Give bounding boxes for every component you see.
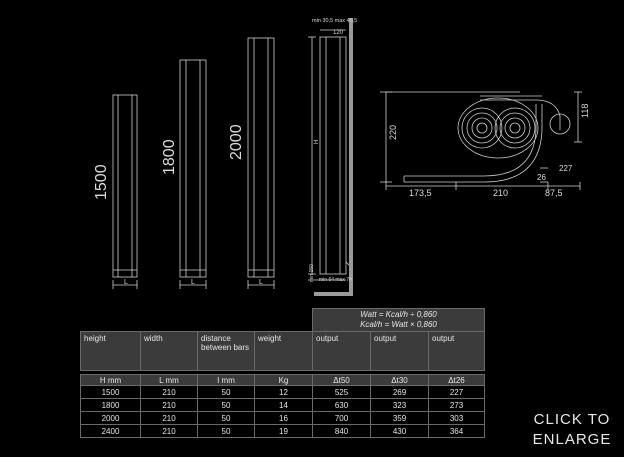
radiator-1800-width-label: L [191,279,195,286]
radiator-1500-outline [112,94,138,289]
cell: 210 [140,424,198,438]
header-output-2: output [370,331,429,371]
technical-drawing: 1500 L 1800 L 2000 L min 30,5 max 40,5 1… [93,18,590,296]
cell: 50 [197,424,255,438]
plan-dim-left: 173,5 [409,188,432,198]
cell: 50 [197,411,255,425]
cell: 2000 [80,411,141,425]
enlarge-line-2: ENLARGE [532,431,612,448]
units-row: H mm L mm I mm Kg Δt50 Δt30 Δt26 [80,374,485,386]
unit-height: H mm [80,374,141,386]
table-row: 1500 210 50 12 525 269 227 [80,385,485,399]
table-row: 2000 210 50 16 700 359 303 [80,411,485,425]
header-row: height width distance between bars weigh… [80,331,485,371]
side-view-top-dim: 120 [333,30,344,36]
formula-line-1: Watt = Kcal/h ÷ 0,860 [360,310,437,319]
table-row: 1800 210 50 14 630 323 273 [80,398,485,412]
radiator-1500-width-label: L [124,279,128,286]
plan-height-dim: 220 [388,125,398,140]
cell: 50 [197,398,255,412]
cell: 210 [140,385,198,399]
cell: 16 [254,411,313,425]
cell: 19 [254,424,313,438]
cell: 269 [370,385,429,399]
side-view-bottom-note: min 64 max 74 [319,277,352,283]
unit-distance: I mm [197,374,255,386]
cell: 525 [312,385,371,399]
plan-dim-right: 87,5 [545,188,563,198]
cell: 1800 [80,398,141,412]
side-view-height-label: H [314,140,320,144]
plan-dim-small: 26 [537,173,546,182]
table-row: 2400 210 50 19 840 430 364 [80,424,485,438]
radiator-1500-height-label: 1500 [93,164,110,200]
cell: 303 [428,411,485,425]
header-distance: distance between bars [197,331,255,371]
formula-line-2: Kcal/h = Watt × 0,860 [360,320,437,329]
side-view-outline [308,29,353,281]
unit-dt26: Δt26 [428,374,485,386]
radiator-1800-height-label: 1800 [161,139,178,175]
header-width: width [140,331,198,371]
cell: 12 [254,385,313,399]
cell: 210 [140,411,198,425]
plan-right-height-dim: 118 [580,104,590,118]
radiator-1800-outline [179,59,207,289]
plan-dim-inner: 227 [559,164,573,173]
header-weight: weight [254,331,313,371]
side-view-bottom-left: min 150 [309,264,315,282]
radiator-2000-height-label: 2000 [228,124,245,160]
enlarge-line-1: CLICK TO [533,411,611,428]
unit-dt50: Δt50 [312,374,371,386]
cell: 359 [370,411,429,425]
click-to-enlarge-link[interactable]: CLICK TO ENLARGE [520,410,624,450]
cell: 14 [254,398,313,412]
cell: 210 [140,398,198,412]
radiator-2000-outline [247,37,275,289]
cell: 323 [370,398,429,412]
cell: 630 [312,398,371,412]
plan-view-outline [380,91,582,190]
cell: 430 [370,424,429,438]
formula-row: Watt = Kcal/h ÷ 0,860 Kcal/h = Watt × 0,… [81,308,485,332]
header-output-1: output [312,331,371,371]
unit-dt30: Δt30 [370,374,429,386]
cell: 273 [428,398,485,412]
plan-dim-middle: 210 [493,188,508,198]
spec-table: Watt = Kcal/h ÷ 0,860 Kcal/h = Watt × 0,… [80,308,485,438]
unit-weight: Kg [254,374,313,386]
cell: 2400 [80,424,141,438]
cell: 364 [428,424,485,438]
header-height: height [80,331,141,371]
formula-box: Watt = Kcal/h ÷ 0,860 Kcal/h = Watt × 0,… [312,308,485,332]
cell: 227 [428,385,485,399]
radiator-2000-width-label: L [259,279,263,286]
cell: 840 [312,424,371,438]
cell: 700 [312,411,371,425]
side-view-top-note: min 30,5 max 40,5 [312,18,357,24]
unit-width: L mm [140,374,198,386]
cell: 50 [197,385,255,399]
cell: 1500 [80,385,141,399]
header-output-3: output [428,331,485,371]
